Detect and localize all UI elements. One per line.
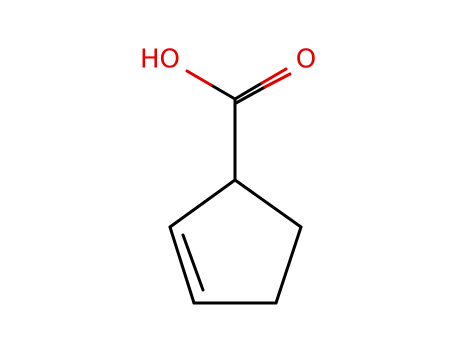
bond-carboxyl-c-oh-black — [209, 83, 237, 101]
ring-bond-c5-c1 — [233, 178, 303, 229]
ring-bond-c4-c5 — [274, 225, 303, 305]
bond-carbonyl-lower-red — [263, 72, 292, 89]
hydroxyl-label: HO — [140, 45, 180, 75]
carbonyl-oxygen-label: O — [296, 45, 316, 75]
bond-carbonyl-upper-red — [260, 67, 288, 85]
ring-double-bond-inner — [181, 233, 205, 292]
bond-carboxyl-c-oh-red — [185, 69, 213, 87]
bond-carbonyl-lower-black — [234, 85, 267, 105]
ring-bond-c2-c3 — [168, 225, 196, 305]
bond-carbonyl-upper-black — [233, 81, 264, 101]
ring-bond-c1-c2 — [168, 178, 237, 229]
